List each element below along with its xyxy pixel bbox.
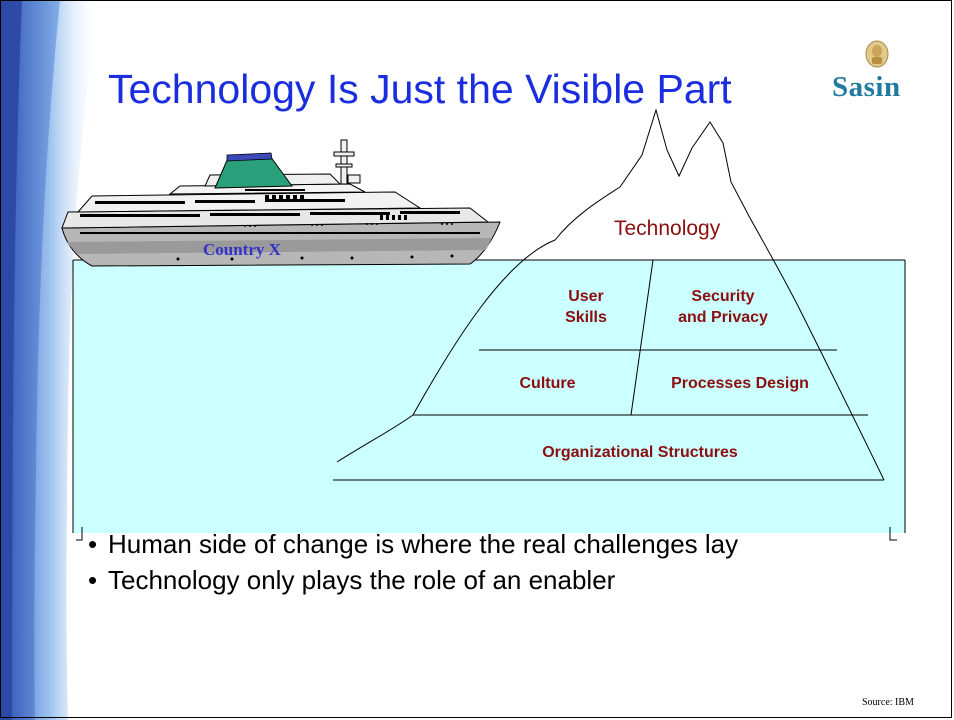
bullet-glyph: • [88, 565, 98, 595]
user-skills-line-1: User [568, 288, 604, 305]
sasin-logo-text: Sasin [832, 71, 901, 103]
bullet-text: Technology only plays the role of an ena… [108, 565, 616, 595]
processes-design-label: Processes Design [671, 375, 809, 392]
bullet-item: • Technology only plays the role of an en… [88, 562, 738, 598]
left-decorative-band [0, 0, 100, 720]
source-note: Source: IBM [862, 697, 914, 708]
iceberg-outline [333, 108, 885, 481]
security-line-2: and Privacy [678, 309, 768, 326]
bullet-text: Human side of change is where the real c… [108, 529, 739, 559]
security-privacy-label: Security and Privacy [668, 286, 778, 328]
sasin-emblem-icon [865, 40, 889, 68]
iceberg-tip-label: Technology [614, 217, 721, 240]
culture-label: Culture [519, 375, 576, 392]
cruise-ship-icon [61, 139, 501, 267]
water-frame [72, 259, 906, 541]
bullet-list: • Human side of change is where the real … [88, 526, 738, 598]
organizational-structures-label: Organizational Structures [542, 444, 738, 461]
water-surface [73, 260, 905, 533]
slide-title: Technology Is Just the Visible Part [108, 66, 732, 112]
bullet-item: • Human side of change is where the real … [88, 526, 738, 562]
security-line-1: Security [691, 288, 755, 305]
user-skills-line-2: Skills [565, 309, 607, 326]
ship-label: Country X [203, 240, 281, 259]
user-skills-label: User Skills [556, 286, 616, 328]
bullet-glyph: • [88, 529, 98, 559]
